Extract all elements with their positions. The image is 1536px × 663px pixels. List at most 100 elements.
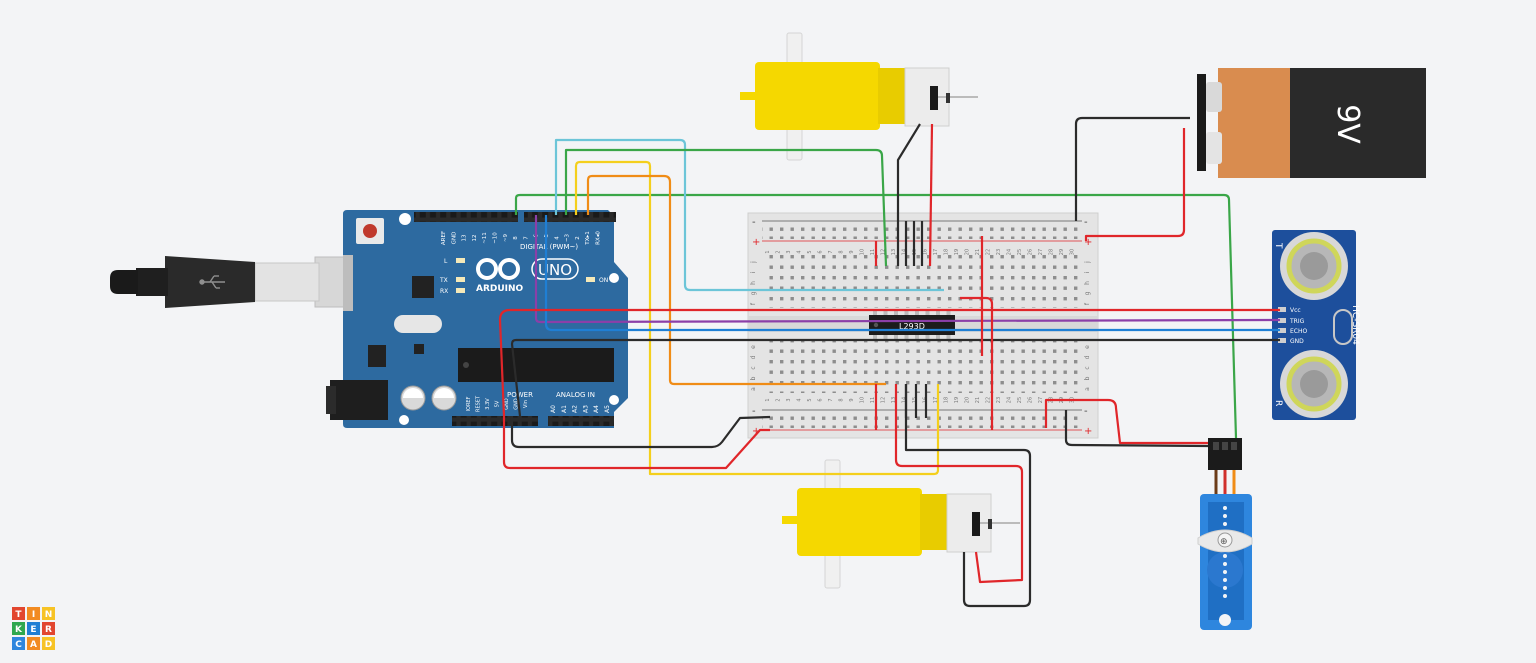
wire-red-rail[interactable] [502,416,770,470]
rail-minus-label: - [752,406,756,417]
logo-letter: R [45,625,52,635]
logo-letter: E [30,625,36,635]
wire-red-vcc[interactable] [498,308,1280,417]
chip-pin [925,335,930,339]
column-label: 7 [828,250,834,253]
usb-cable[interactable] [110,256,386,308]
column-label: 10 [860,397,866,403]
reset-button[interactable] [356,218,384,244]
row-label: h [1084,281,1091,285]
hc-sr04-sensor[interactable]: HC-SR04 T R Vcc TRIG ECHO GND [1272,230,1360,420]
arduino-pin-label: ~10 [493,232,499,244]
wire-black-motor-top[interactable] [896,123,921,266]
arduino-pin-label: 7 [523,236,529,240]
dc-motor-bottom[interactable] [782,459,1020,589]
wire-green[interactable] [564,148,888,267]
chip-pin [883,311,888,315]
jumper-red[interactable] [960,296,994,430]
wire-black-motor-bottom[interactable] [904,384,1032,608]
row-label: d [750,355,757,359]
column-label: 29 [1059,249,1065,255]
column-label: 3 [786,398,792,401]
wire-black-battery[interactable] [1074,116,1190,221]
wire-black-rail[interactable] [510,415,771,449]
arduino-pin-label: ~9 [503,233,509,242]
servo-motor[interactable]: ⊕ [1197,438,1253,630]
power-header-label: POWER [507,391,533,399]
wire-yellow[interactable] [574,160,940,476]
logo-letter: T [15,610,22,620]
column-label: 20 [965,397,971,403]
row-label: e [750,345,757,349]
battery-label: 9V [1330,104,1365,144]
sensor-crystal [1333,309,1353,345]
led-rx [456,288,465,293]
arduino-brand: ARDUINO [476,284,524,294]
wire-purple[interactable] [534,215,1281,324]
row-label: j [750,261,757,264]
arduino-pin-label: AREF [441,231,447,245]
chip-pin [925,311,930,315]
row-label: f [1084,302,1091,305]
column-label: 9 [849,398,855,401]
column-label: 21 [975,397,981,403]
wire-red-motor-top[interactable] [928,123,934,267]
column-label: 22 [986,249,992,255]
row-label: g [1084,291,1091,295]
arduino-pin-label: 8 [513,236,519,240]
wire-red-motor-bottom[interactable] [894,384,1024,584]
row-label: c [1084,366,1091,369]
column-label: 19 [954,397,960,403]
sensor-model: HC-SR04 [1350,305,1360,345]
column-label: 11 [870,249,876,255]
column-label: 19 [954,249,960,255]
wire-black-gnd[interactable] [510,338,1280,417]
battery-9v[interactable]: 9V [1197,68,1426,178]
wire-red-servo[interactable] [1044,398,1208,445]
rail-plus-label: + [1084,426,1092,437]
row-label: d [1084,355,1091,359]
sensor-pin-vcc: Vcc [1290,307,1301,314]
logo-tile [27,637,40,650]
chip-pin [873,311,877,315]
power-jack[interactable] [330,380,388,420]
arduino-model: UNO [538,261,572,279]
logo-letter: D [45,640,52,650]
wire-blue[interactable] [544,215,1280,332]
wire-red-battery[interactable] [1084,128,1186,241]
logo-tile [12,607,25,620]
column-label: 23 [996,397,1002,403]
column-label: 1 [765,250,771,253]
sensor-pin-trig: TRIG [1289,318,1305,325]
row-label: h [750,281,757,285]
arduino-logo [476,258,520,280]
wire-black-servo[interactable] [1064,410,1209,448]
sensor-pins[interactable] [1278,307,1286,343]
arduino-uno-board[interactable]: L TX RX ON DIGITAL (PWM~) POWER ANALOG I… [326,210,628,428]
column-label: 8 [839,398,845,401]
dc-motor-top[interactable] [740,32,978,161]
wire-green-servo[interactable] [514,193,1238,439]
servo-screw-icon: ⊕ [1220,537,1228,547]
rail-minus-label: - [752,217,756,228]
column-label: 13 [891,249,897,255]
column-label: 8 [839,250,845,253]
column-label: 13 [891,397,897,403]
column-label: 12 [881,397,887,403]
chip-pin [883,335,888,339]
row-label: e [1084,345,1091,349]
l293d-driver-chip[interactable]: L293D [869,311,955,339]
column-label: 2 [776,250,782,253]
wire-cyan[interactable] [554,138,944,292]
power-rail-bottom[interactable] [762,412,1082,428]
row-label: i [1084,271,1091,273]
usb-icon [199,275,225,289]
column-label: 23 [996,249,1002,255]
chip-pin [936,311,940,315]
led-on [586,277,595,282]
chip-pin [915,335,919,339]
mount-hole [609,395,619,405]
wire-orange[interactable] [586,174,886,386]
chip-pin [946,311,951,315]
